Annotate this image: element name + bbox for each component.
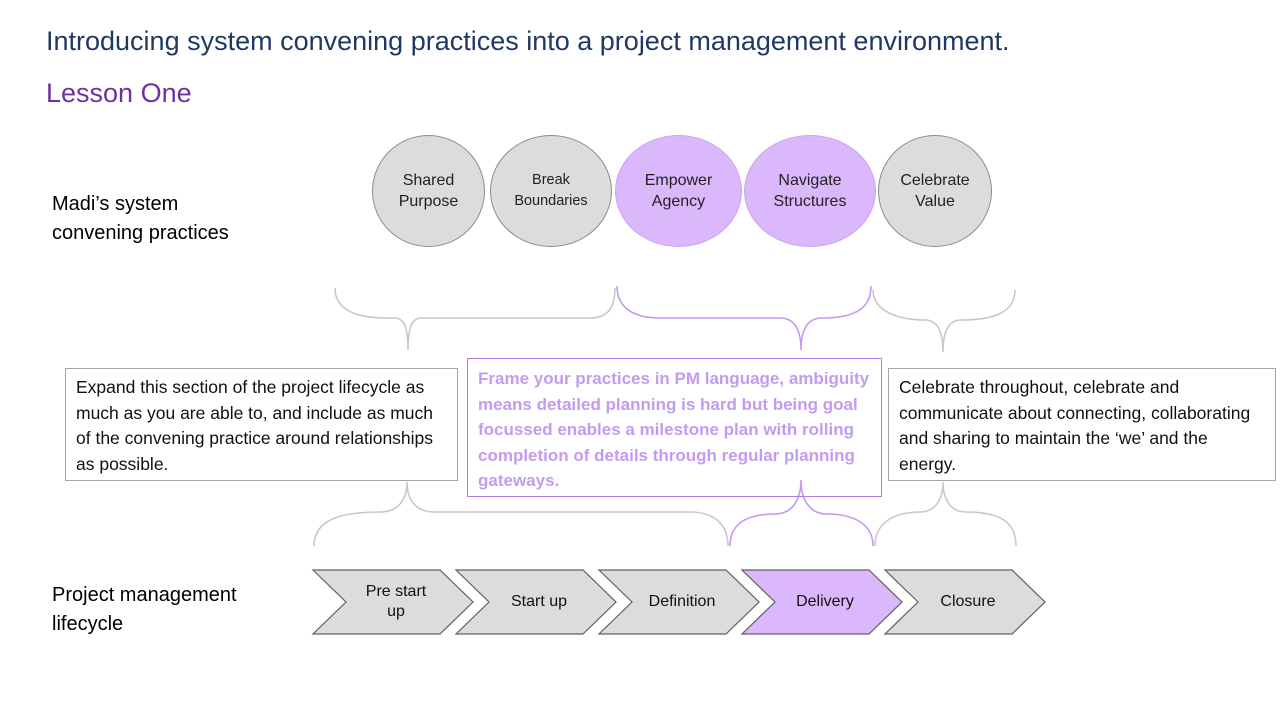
- chevron-closure: [883, 569, 1046, 635]
- page-subtitle: Lesson One: [46, 78, 192, 108]
- brace-top-right: [872, 289, 1016, 353]
- guidance-box-right: Celebrate throughout, celebrate and comm…: [888, 368, 1276, 481]
- chevron-definition: [597, 569, 760, 635]
- practice-label: Agency: [651, 193, 706, 210]
- practice-circle-navigate-structures: Navigate Structures: [744, 135, 876, 247]
- practices-row-label: Madi’s system convening practices: [52, 190, 292, 248]
- brace-bottom-left: [313, 481, 729, 547]
- practice-label: Empower: [644, 172, 713, 189]
- practices-label-line2: convening practices: [52, 222, 229, 244]
- guidance-box-left: Expand this section of the project lifec…: [65, 368, 458, 481]
- practice-circle-break-boundaries: Break Boundaries: [490, 135, 612, 247]
- practice-label: Break: [532, 172, 570, 188]
- lifecycle-row-label: Project management lifecycle: [52, 581, 292, 639]
- guidance-box-middle: Frame your practices in PM language, amb…: [467, 358, 882, 497]
- chevron-pre-start-up: [311, 569, 474, 635]
- stage-label-closure: Closure: [940, 593, 996, 610]
- lifecycle-label-line1: Project management: [52, 584, 237, 606]
- chevron-start-up: [454, 569, 617, 635]
- practices-label-line1: Madi’s system: [52, 193, 179, 215]
- practice-label: Shared: [402, 172, 455, 189]
- brace-bottom-right: [874, 481, 1017, 547]
- practice-circle-celebrate-value: Celebrate Value: [878, 135, 992, 247]
- practice-label: Value: [915, 193, 955, 210]
- practice-label: Boundaries: [514, 193, 588, 209]
- chevron-delivery: [740, 569, 903, 635]
- brace-bottom-middle: [729, 479, 874, 547]
- stage-label: up: [387, 603, 405, 620]
- practice-circle-shared-purpose: Shared Purpose: [372, 135, 485, 247]
- practice-label: Purpose: [398, 193, 459, 210]
- brace-top-left: [334, 287, 616, 351]
- stage-label-delivery: Delivery: [796, 593, 854, 610]
- practice-label: Structures: [773, 193, 847, 210]
- stage-label-definition: Definition: [648, 593, 716, 610]
- stage-label-pre-start-up: Pre start up: [346, 570, 446, 634]
- brace-top-middle: [616, 285, 872, 351]
- stage-label: Pre start: [365, 583, 427, 600]
- practice-label: Navigate: [778, 172, 842, 189]
- lifecycle-label-line2: lifecycle: [52, 613, 124, 635]
- practice-label: Celebrate: [900, 172, 970, 189]
- page-title: Introducing system convening practices i…: [46, 26, 1010, 56]
- stage-label-start-up: Start up: [510, 593, 568, 610]
- practice-circle-empower-agency: Empower Agency: [615, 135, 742, 247]
